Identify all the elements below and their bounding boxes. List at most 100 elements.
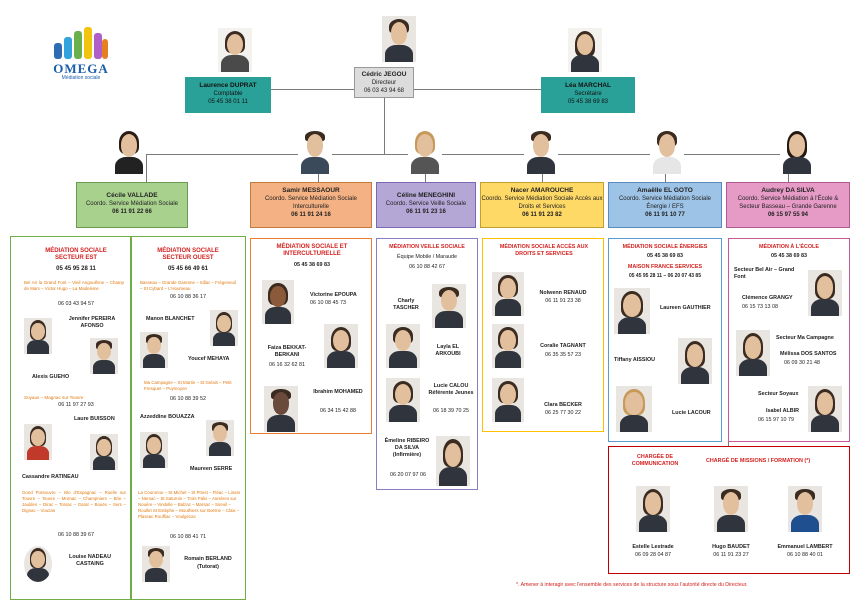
est-title: MÉDIATION SOCIALE SECTEUR EST (45, 248, 107, 261)
panel-ecole (728, 238, 850, 442)
director-phone: 06 03 43 94 68 (363, 88, 405, 94)
acces-p2: Coralie TAGNANT (540, 343, 586, 349)
photo-director (382, 16, 416, 62)
logo-figures-icon (52, 27, 110, 61)
energie-mfs: MAISON FRANCE SERVICES (627, 264, 703, 270)
ouest-p3: Azzeddine BOUAZZA (140, 414, 195, 420)
veille-sub: Équipe Mobile / Maraude (397, 254, 457, 260)
veille-p4: Émeline RIBEIRO DA SILVA (Infirmière) (384, 438, 430, 458)
inter-p1-phone: 06 10 08 45 73 (310, 300, 346, 306)
acces-title: MÉDIATION SOCIALE ACCÈS AUX DROITS ET SE… (499, 244, 589, 257)
photo-person (140, 432, 168, 468)
photo-person (808, 270, 842, 316)
photo-coord (524, 128, 558, 174)
ouest-p5: Romain BERLAND (184, 556, 232, 562)
panel-social (10, 236, 246, 600)
panel-inter (250, 238, 372, 434)
coord-box-6: Audrey DA SILVA Coordo. Service Médiatio… (726, 182, 850, 228)
est-p5-phone: 06 10 88 39 67 (58, 532, 94, 538)
logo-tagline: Médiation sociale (61, 75, 101, 81)
photo-accountant (218, 28, 252, 72)
logo: OMEGA Médiation sociale (48, 25, 114, 81)
est-p2: Jennifer PEREIRA AFONSO (68, 316, 116, 329)
missions-p3-phone: 06 10 88 40 01 (787, 552, 823, 558)
est-p1-phone: 06 03 43 94 57 (58, 301, 94, 307)
connector (146, 154, 788, 155)
est-p3-phone: 06 11 97 27 93 (58, 402, 94, 408)
coord-box-2: Samir MESSAOUR Coordo. Service Médiation… (250, 182, 372, 228)
ouest-area3: La Couronne – St Michel – St Priest – Fl… (138, 490, 241, 519)
photo-person (140, 332, 168, 368)
veille-p3-phone: 06 18 39 70 25 (433, 408, 469, 414)
ouest-p2-phone: 06 10 88 39 52 (170, 396, 206, 402)
photo-person (262, 280, 294, 324)
missions-p2: Hugo BAUDET (712, 544, 750, 550)
photo-person (24, 318, 52, 354)
est-p3: Alexis GUEHO (32, 374, 70, 380)
photo-person (432, 284, 466, 328)
veille-p1: Charly TASCHER (393, 298, 419, 311)
photo-coord (298, 128, 332, 174)
est-area1: Bel Air la Grand Font – Vieil Angoulême … (24, 280, 124, 291)
ouest-p1: Manon BLANCHET (146, 316, 195, 322)
ecole-title: MÉDIATION À L'ÉCOLE (759, 244, 819, 250)
energie-mfs-phone: 05 45 95 28 11 – 06 20 07 43 85 (628, 273, 701, 279)
secretary-box: Léa MARCHAL Secrétaire 05 45 38 69 83 (541, 77, 635, 113)
photo-person (90, 434, 118, 470)
photo-person (386, 324, 420, 368)
ecole-p3: Isabel ALBIR (766, 408, 800, 414)
inter-phone: 05 45 38 69 83 (294, 262, 330, 268)
energie-phone: 05 45 38 69 83 (647, 253, 683, 259)
photo-coord (650, 128, 684, 174)
ecole-area2: Secteur Ma Campagne (776, 335, 834, 341)
coord-box-1: Cécile VALLADE Coordo. Service Médiation… (76, 182, 188, 228)
acces-p1: Nolwenn RENAUD (539, 290, 587, 296)
footnote: *. Amener à interagir avec l'ensemble de… (516, 582, 748, 588)
photo-person (492, 378, 524, 422)
accountant-role: Comptable (213, 91, 243, 97)
inter-p2: Faiza BEKKAT-BERKANI (267, 345, 307, 358)
acces-p2-phone: 06 35 35 57 23 (545, 352, 581, 358)
ecole-p2-phone: 06 09 30 21 48 (784, 360, 820, 366)
photo-person (264, 386, 298, 432)
missions-p1-phone: 06 09 28 04 87 (635, 552, 671, 558)
photo-person (808, 386, 842, 432)
photo-person (636, 486, 670, 532)
ecole-p2: Mélissa DOS SANTOS (780, 351, 837, 357)
photo-coord (780, 128, 814, 174)
photo-person (90, 338, 118, 374)
ouest-p2: Youcef MEHAYA (188, 356, 230, 362)
connector (414, 89, 542, 90)
photo-secretary (568, 28, 602, 72)
ecole-area1: Secteur Bel Air – Grand Font (734, 267, 795, 280)
photo-person (24, 546, 52, 582)
photo-person (324, 324, 358, 368)
photo-person (616, 386, 652, 432)
photo-person (736, 330, 770, 376)
panel-acces (482, 238, 604, 432)
ecole-p1: Clémence GRANGY (742, 295, 793, 301)
acces-p3-phone: 06 25 77 30 22 (545, 410, 581, 416)
ouest-title: MÉDIATION SOCIALE SECTEUR OUEST (157, 248, 219, 261)
energie-p1: Laureen GAUTHIER (660, 305, 711, 311)
connector (146, 154, 147, 182)
ouest-p4-phone: 06 10 88 41 71 (170, 534, 206, 540)
photo-person (492, 272, 524, 316)
missions-title-comm: CHARGÉE DE COMMUNICATION (631, 454, 679, 467)
veille-p4-phone: 06 20 07 97 06 (390, 472, 426, 478)
connector (242, 89, 354, 90)
energie-title: MÉDIATION SOCIALE ÉNERGIES (622, 244, 708, 250)
veille-p3: Lucie CALOU Référente Jeunes (428, 383, 474, 396)
ouest-p4: Maureen SERRE (190, 466, 233, 472)
director-box: Cédric JEGOU Directeur 06 03 43 94 68 (354, 67, 414, 98)
photo-person (24, 424, 52, 460)
ouest-phone: 05 45 66 49 61 (167, 266, 209, 272)
connector (384, 98, 385, 154)
secretary-role: Secrétaire (574, 91, 602, 97)
photo-person (206, 420, 234, 456)
ecole-p1-phone: 06 15 73 13 08 (742, 304, 778, 310)
missions-p3: Emmanuel LAMBERT (777, 544, 833, 550)
ouest-p1-phone: 06 10 88 36 17 (170, 294, 206, 300)
ecole-p3-phone: 06 15 97 10 79 (758, 417, 794, 423)
photo-person (386, 378, 420, 422)
